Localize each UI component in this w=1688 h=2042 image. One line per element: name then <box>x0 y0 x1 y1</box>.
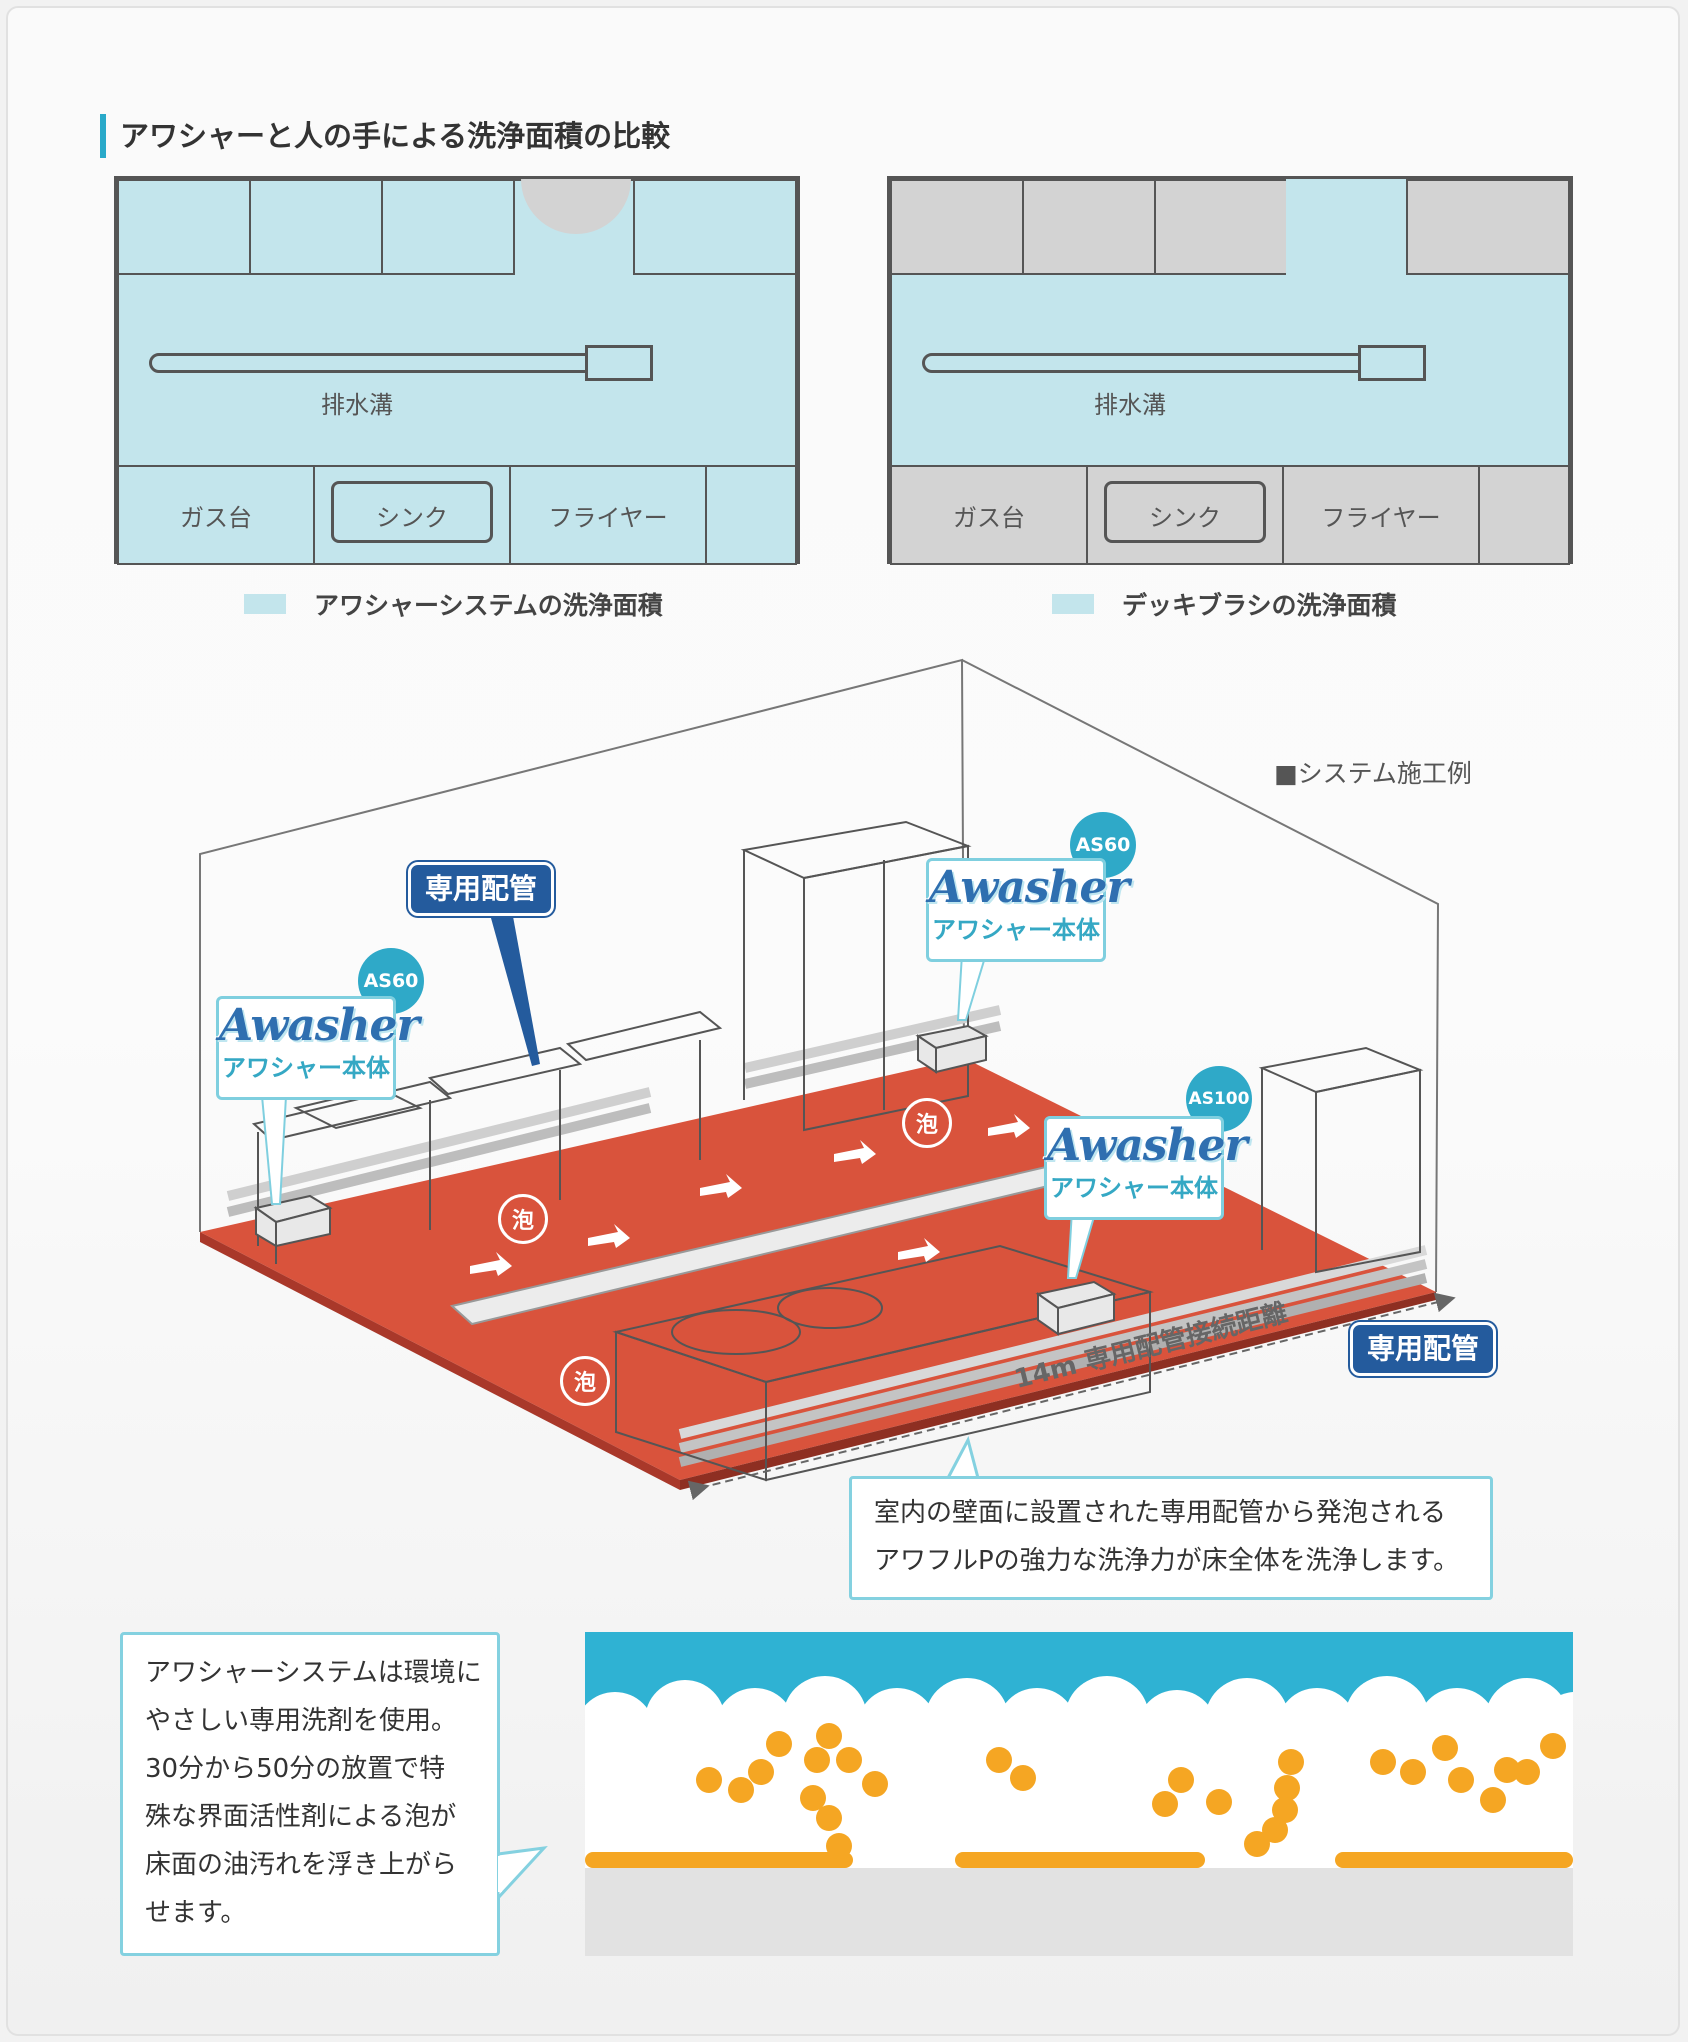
plan-top-cell <box>1022 179 1156 275</box>
foam-note-pointer <box>498 1846 548 1901</box>
sink-label: シンク <box>376 503 448 532</box>
floor-edge <box>200 1232 680 1490</box>
awasher-logo: Awasher <box>929 862 1130 913</box>
plan-top-cell <box>381 179 515 275</box>
plan-top-cell <box>633 179 797 275</box>
awasher-unit-card: Awasher アワシャー本体 <box>1044 1116 1248 1220</box>
plan-top-cell <box>249 179 383 275</box>
plan-top-cell <box>117 179 251 275</box>
legend-label: アワシャーシステムの洗浄面積 <box>314 591 663 620</box>
legend-awasher: アワシャーシステムの洗浄面積 <box>244 586 663 622</box>
drain-label: 排水溝 <box>1094 391 1166 419</box>
floor-plan-awasher: 排水溝 ガス台 シンク フライヤー <box>114 176 800 565</box>
awasher-unit-card: Awasher アワシャー本体 <box>216 996 420 1100</box>
fryer-label: フライヤー <box>1321 503 1441 532</box>
foam-note: アワシャーシステムは環境に やさしい専用洗剤を使用。 30分から50分の放置で特… <box>120 1632 500 1956</box>
refrigerator <box>740 820 972 1132</box>
awasher-unit-label: アワシャー本体 <box>932 916 1100 944</box>
awasher-unit-card: Awasher アワシャー本体 <box>926 858 1130 962</box>
legend-swatch <box>244 594 286 614</box>
pipe-callout-upper: 専用配管 <box>408 862 555 916</box>
foam-note-line: せます。 <box>145 1898 247 1928</box>
gas-stove-label: ガス台 <box>953 503 1025 532</box>
plan-top-cell <box>1406 179 1570 275</box>
room-note-pointer <box>945 1435 980 1480</box>
plan-top-cell <box>890 179 1024 275</box>
section-title: アワシャーと人の手による洗浄面積の比較 <box>100 114 670 158</box>
right-cabinet <box>1258 1046 1424 1274</box>
plan-bottom-cell <box>1478 465 1570 565</box>
wall-pipe <box>226 1103 652 1217</box>
distance-dimension-line <box>687 1292 1456 1501</box>
drain-catch <box>585 345 653 381</box>
floor-plan-deck-brush: 排水溝 ガス台 シンク フライヤー <box>887 176 1573 565</box>
pipe-callout-pointer <box>486 900 540 1066</box>
pipe-callout-lower: 専用配管 <box>1350 1322 1497 1376</box>
plan-bottom-cell <box>509 465 707 565</box>
grease-particles <box>585 1723 1573 1868</box>
foam-note-line: アワシャーシステムは環境に <box>145 1658 482 1688</box>
floor-surface <box>585 1868 1573 1956</box>
plan-top-cell <box>1154 179 1288 275</box>
room-note: 室内の壁面に設置された専用配管から発泡される アワフルPの強力な洗浄力が床全体を… <box>849 1476 1493 1600</box>
foam-note-line: 殊な界面活性剤による泡が <box>145 1802 457 1832</box>
legend-deck-brush: デッキブラシの洗浄面積 <box>1052 586 1397 622</box>
drain-catch <box>1358 345 1426 381</box>
foam-note-line: 床面の油汚れを浮き上がら <box>145 1850 458 1880</box>
sink-outline <box>331 481 493 543</box>
system-example-label: ■システム施工例 <box>1274 759 1472 788</box>
drain-label: 排水溝 <box>321 391 393 419</box>
plan-bottom-cell <box>705 465 797 565</box>
foam-illustration <box>585 1632 1573 1956</box>
foam-note-line: やさしい専用洗剤を使用。 <box>145 1706 458 1736</box>
foam-arrows <box>470 1114 1030 1276</box>
sink-label: シンク <box>1149 503 1221 532</box>
awasher-unit-label: アワシャー本体 <box>1050 1174 1218 1202</box>
foam-note-line: 30分から50分の放置で特 <box>145 1754 446 1784</box>
room-note-line: アワフルPの強力な洗浄力が床全体を洗浄します。 <box>874 1546 1460 1576</box>
foam-mark: 泡 <box>902 1098 952 1148</box>
foam-mark: 泡 <box>560 1356 610 1406</box>
plan-top-gap <box>1286 179 1408 275</box>
plan-bottom-cell <box>1282 465 1480 565</box>
room-wall-outline <box>961 659 1440 1293</box>
plan-bottom-cell <box>890 465 1088 565</box>
legend-label: デッキブラシの洗浄面積 <box>1122 591 1397 620</box>
sink-outline <box>1104 481 1266 543</box>
gas-stove-label: ガス台 <box>180 503 252 532</box>
foam-cross-section <box>585 1632 1573 1956</box>
room-note-line: 室内の壁面に設置された専用配管から発泡される <box>874 1498 1447 1528</box>
awasher-logo: Awasher <box>1047 1120 1248 1171</box>
fryer-label: フライヤー <box>548 503 668 532</box>
wall-pipe <box>226 1087 652 1201</box>
awasher-logo: Awasher <box>219 1000 420 1051</box>
foam-bubbles <box>585 1676 1573 1872</box>
awasher-unit-label: アワシャー本体 <box>222 1054 390 1082</box>
foam-mark: 泡 <box>498 1194 548 1244</box>
legend-swatch <box>1052 594 1094 614</box>
plan-bottom-cell <box>117 465 315 565</box>
